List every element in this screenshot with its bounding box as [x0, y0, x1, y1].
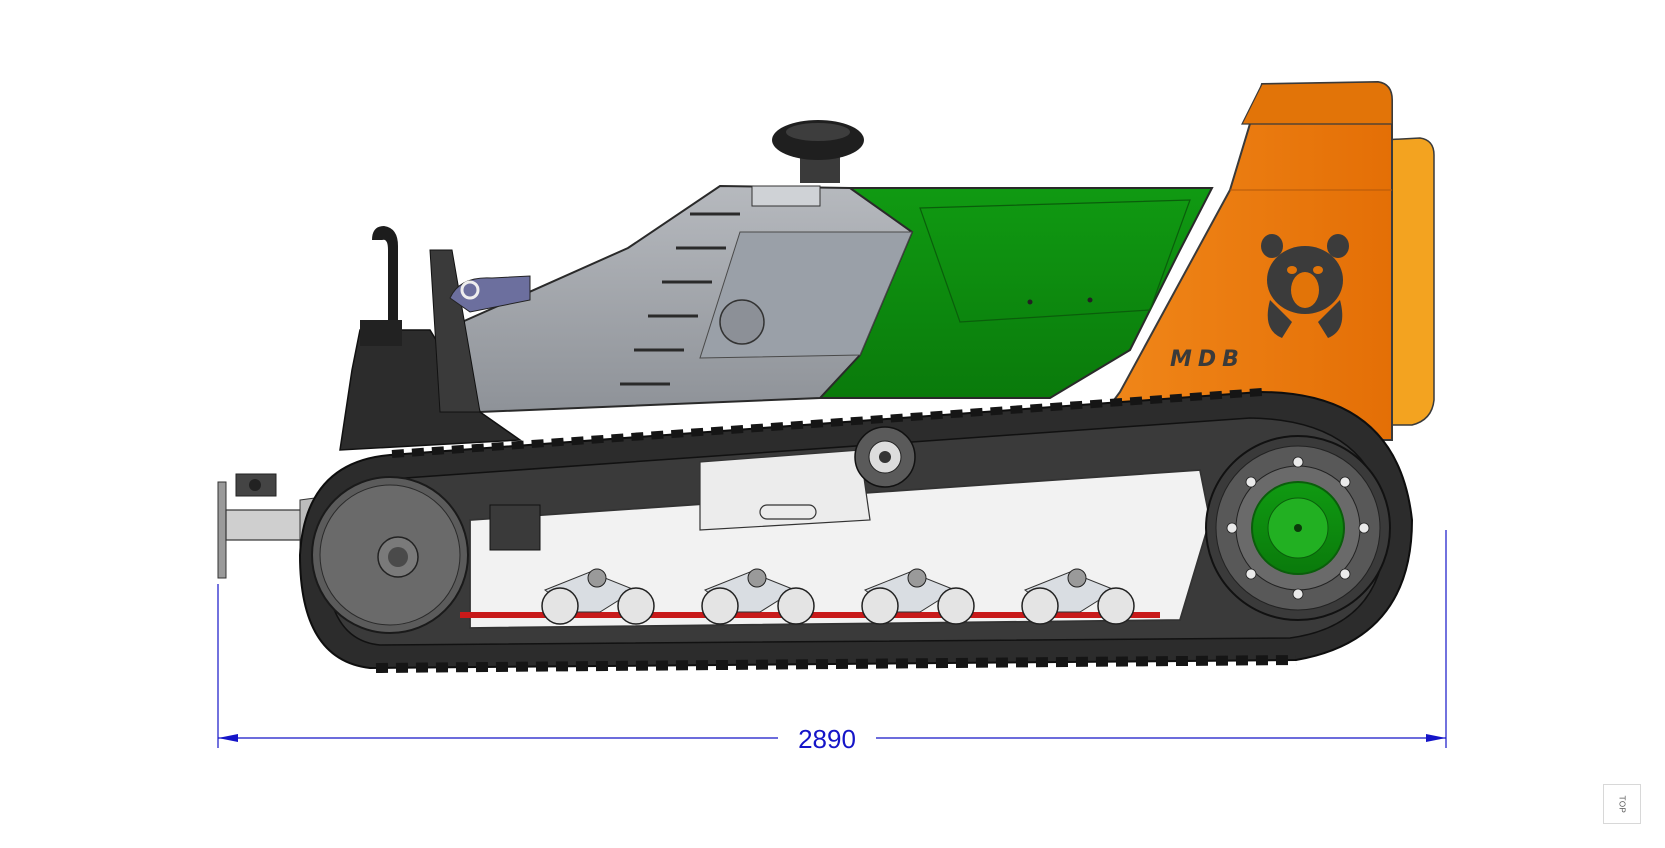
bear-logo-icon [1261, 234, 1349, 338]
bogie-2 [701, 568, 815, 625]
tensioner-pulley [854, 426, 916, 488]
rear-blade [1381, 137, 1435, 426]
front-handle [360, 226, 402, 346]
view-top-button[interactable]: TOP [1603, 784, 1641, 824]
bogie-3 [861, 568, 975, 625]
brand-text: MDB [1170, 347, 1245, 372]
bogie-4 [1021, 568, 1135, 625]
orange-rear-housing: MDB [1059, 80, 1393, 472]
dimension-arrow-left [218, 734, 238, 742]
undercarriage-frame [460, 449, 1211, 629]
hood-vent-louvers [620, 212, 740, 386]
rear-drive-sprocket [1205, 435, 1391, 621]
overall-length-dimension: 2890 [217, 530, 1447, 754]
dimension-arrow-right [1426, 734, 1446, 742]
dimension-value: 2890 [798, 724, 856, 754]
bogie-1 [541, 568, 655, 625]
side-mirror [449, 275, 531, 313]
gray-front-hood [442, 184, 914, 414]
view-top-label: TOP [1617, 795, 1627, 813]
filler-cap-icon [772, 120, 864, 183]
road-wheel-bogies [541, 568, 1135, 625]
front-idler-wheel [311, 476, 469, 634]
